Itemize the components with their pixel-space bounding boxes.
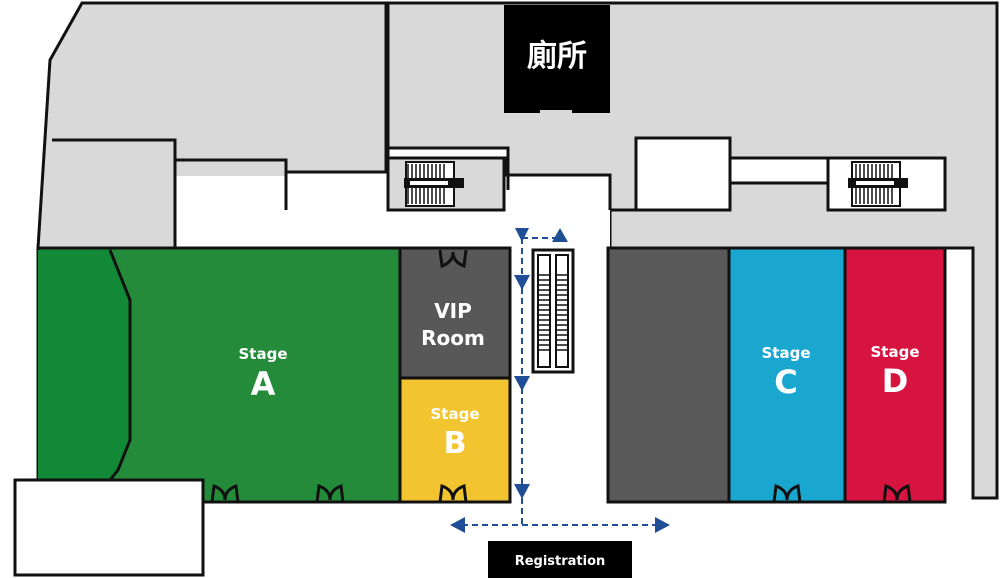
stairs-icon (848, 161, 908, 207)
wall-center (507, 173, 612, 210)
stage-a-side-area (38, 250, 130, 480)
wall-left-block (52, 138, 177, 248)
wall-upper-left (175, 158, 288, 210)
door-icon (210, 483, 240, 503)
stage-a-word: Stage (238, 345, 287, 363)
gray-hall (606, 246, 731, 504)
stage-b-hall (398, 376, 512, 504)
toilet-door-gap (540, 110, 572, 114)
door-icon (772, 483, 802, 503)
door-icons (210, 249, 912, 503)
escalator-icon (531, 248, 575, 374)
stage-c-word: Stage (761, 344, 810, 362)
vip-room (398, 246, 512, 380)
stage-b-word: Stage (430, 405, 479, 423)
registration-block (488, 541, 632, 578)
vip-room-label-line1: VIP (434, 299, 472, 323)
door-icon (438, 483, 468, 503)
bottom-left-block (13, 478, 205, 577)
stage-c-hall (727, 246, 847, 504)
stairs-icon (404, 161, 464, 207)
stage-d-letter: D (882, 362, 909, 400)
door-icon (882, 483, 912, 503)
wall-stairs-left (386, 3, 506, 212)
stage-b-letter: B (444, 426, 467, 461)
door-icon (315, 483, 345, 503)
stage-c-letter: C (774, 363, 797, 401)
stage-d-word: Stage (870, 343, 919, 361)
wall-stairs-right (826, 156, 947, 212)
stage-a-letter: A (251, 365, 276, 403)
wall-right-room (636, 136, 828, 185)
door-icon (438, 249, 468, 269)
stage-d-hall (843, 246, 947, 504)
corridor-upper (176, 176, 386, 248)
registration-label: Registration (515, 554, 606, 569)
direction-arrow-icon (450, 228, 670, 533)
vip-room-label-line2: Room (421, 326, 485, 350)
stage-a-curve (108, 249, 132, 481)
toilet-block (504, 5, 610, 113)
toilet-label: 廁所 (527, 39, 587, 74)
